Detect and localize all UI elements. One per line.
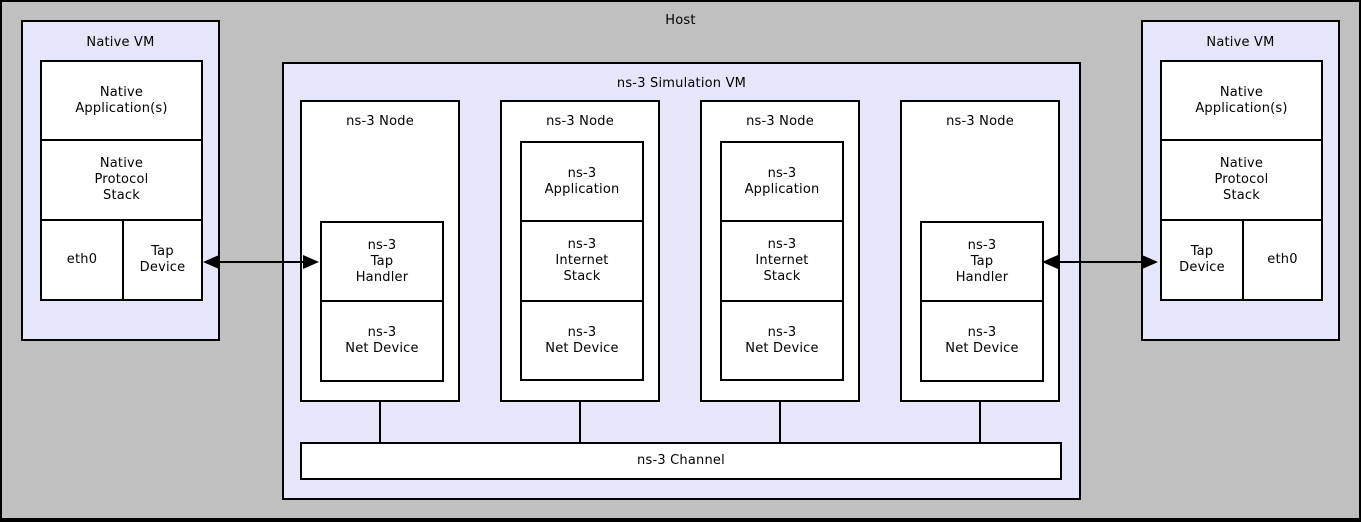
internet-stack-box-node-3: ns-3 Internet Stack xyxy=(720,220,844,302)
arrowhead-right-icon xyxy=(1142,255,1158,269)
eth0-box-right: eth0 xyxy=(1242,219,1323,301)
tap-device-box-left: Tap Device xyxy=(122,219,203,301)
native-vm-right-title: Native VM xyxy=(1206,35,1275,50)
native-application-box-left: Native Application(s) xyxy=(40,60,203,141)
ns3-node-1: ns-3 Node ns-3 Tap Handler ns-3 Net Devi… xyxy=(300,100,460,402)
arrowhead-right-icon xyxy=(303,255,319,269)
tap-device-box-right: Tap Device xyxy=(1160,219,1244,301)
native-application-box-right: Native Application(s) xyxy=(1160,60,1323,141)
ns3-node-3-title: ns-3 Node xyxy=(746,114,814,129)
ns3-node-4: ns-3 Node ns-3 Tap Handler ns-3 Net Devi… xyxy=(900,100,1060,402)
ns3-node-3: ns-3 Node ns-3 Application ns-3 Internet… xyxy=(700,100,860,402)
arrow-shaft xyxy=(1050,261,1150,263)
net-device-box-node-3: ns-3 Net Device xyxy=(720,300,844,381)
node-4-channel-connector xyxy=(979,400,981,442)
node-2-channel-connector xyxy=(579,400,581,442)
host-label: Host xyxy=(665,13,696,28)
ns3-simulation-vm: ns-3 Simulation VM ns-3 Node ns-3 Tap Ha… xyxy=(282,62,1081,500)
tap-handler-box-node-4: ns-3 Tap Handler xyxy=(920,221,1044,302)
ns3-node-4-title: ns-3 Node xyxy=(946,114,1014,129)
application-box-node-3: ns-3 Application xyxy=(720,141,844,222)
net-device-box-node-4: ns-3 Net Device xyxy=(920,300,1044,382)
net-device-box-node-2: ns-3 Net Device xyxy=(520,300,644,381)
node-3-channel-connector xyxy=(779,400,781,442)
ns3-node-1-title: ns-3 Node xyxy=(346,114,414,129)
arrow-shaft xyxy=(211,261,311,263)
native-protocol-stack-box-right: Native Protocol Stack xyxy=(1160,139,1323,221)
native-protocol-stack-box-left: Native Protocol Stack xyxy=(40,139,203,221)
right-tap-link-arrow xyxy=(1042,254,1158,270)
left-tap-link-arrow xyxy=(203,254,319,270)
ns3-channel-box: ns-3 Channel xyxy=(300,442,1062,480)
node-1-channel-connector xyxy=(379,400,381,442)
application-box-node-2: ns-3 Application xyxy=(520,141,644,222)
native-vm-left: Native VM Native Application(s) Native P… xyxy=(21,20,220,341)
eth0-box-left: eth0 xyxy=(40,219,124,301)
internet-stack-box-node-2: ns-3 Internet Stack xyxy=(520,220,644,302)
ns3-node-2-title: ns-3 Node xyxy=(546,114,614,129)
native-vm-left-title: Native VM xyxy=(86,35,155,50)
tap-handler-box-node-1: ns-3 Tap Handler xyxy=(320,221,444,302)
native-vm-right: Native VM Native Application(s) Native P… xyxy=(1141,20,1340,341)
ns3-node-2: ns-3 Node ns-3 Application ns-3 Internet… xyxy=(500,100,660,402)
net-device-box-node-1: ns-3 Net Device xyxy=(320,300,444,382)
simulation-vm-title: ns-3 Simulation VM xyxy=(616,76,747,91)
